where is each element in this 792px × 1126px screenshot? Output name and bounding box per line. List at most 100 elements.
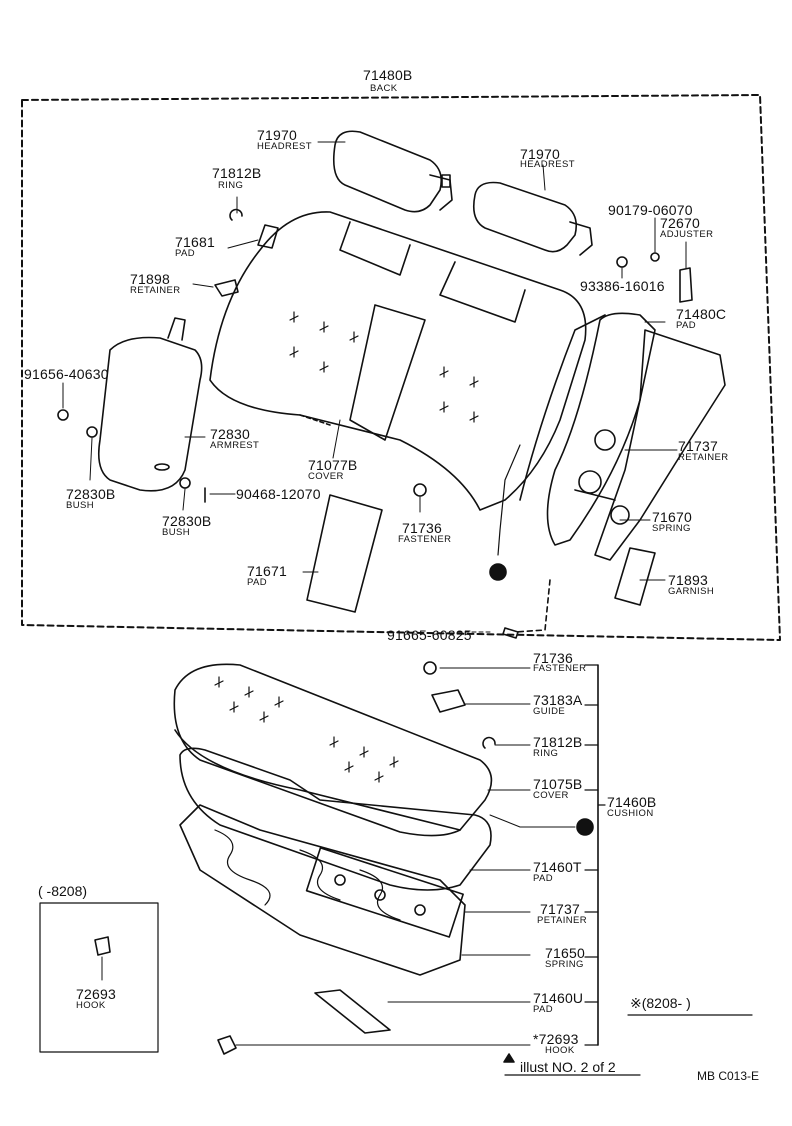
label-71077b: 71077B [308, 457, 358, 473]
label-cover-71077b: COVER [308, 471, 344, 482]
bolt-91656-part [57, 409, 69, 421]
bush-right-part [179, 477, 191, 489]
label-fastener-bottom: FASTENER [533, 663, 587, 674]
label-71812b-top: 71812B [212, 165, 262, 181]
bolt-91665-part [502, 627, 519, 639]
label-ring-bottom: RING [533, 748, 559, 759]
label-retainer-71898: RETAINER [130, 285, 181, 296]
label-back: BACK [370, 83, 398, 94]
label-pad-71460t: PAD [533, 873, 554, 884]
ring-71812b-bottom-part [482, 736, 496, 749]
fastener-71736-top-part [413, 483, 427, 497]
label-adjuster: ADJUSTER [660, 229, 714, 240]
label-hook-box: HOOK [76, 1000, 106, 1011]
retainer-71898-part [214, 279, 239, 297]
armrest-part [97, 317, 203, 492]
reference-mark-bottom [576, 818, 594, 836]
seat-back-cover-part [209, 211, 587, 511]
label-ring-top: RING [218, 180, 244, 191]
label-box-range: ( -8208) [38, 883, 88, 899]
label-72830b-right: 72830B [162, 513, 212, 529]
label-72830: 72830 [210, 426, 250, 442]
label-headrest-left: HEADREST [257, 141, 312, 152]
label-spring-71670: SPRING [652, 523, 691, 534]
label-71737-bottom: 71737 [540, 901, 580, 917]
label-cover-71075b: COVER [533, 790, 569, 801]
fastener-71736-bottom-part [423, 661, 437, 675]
label-71460t: 71460T [533, 859, 582, 875]
label-72693-bottom: *72693 [533, 1031, 579, 1047]
label-bush-right: BUSH [162, 527, 190, 538]
label-illust-note: illust NO. 2 of 2 [520, 1059, 616, 1075]
label-71075b: 71075B [533, 776, 583, 792]
label-71736-top: 71736 [402, 520, 442, 536]
label-fastener-top: FASTENER [398, 534, 452, 545]
label-72830b-left: 72830B [66, 486, 116, 502]
back-frame-part [574, 329, 726, 561]
label-figure-code: MB C013-E [697, 1069, 760, 1083]
label-retainer-71737-top: RETAINER [678, 452, 729, 463]
label-71736-bottom: 71736 [533, 650, 573, 666]
illust-triangle-icon [503, 1053, 515, 1063]
label-bush-left: BUSH [66, 500, 94, 511]
seat-cushion-cover-part [173, 663, 493, 837]
label-71898: 71898 [130, 271, 170, 287]
headrest-right-part [472, 181, 593, 256]
label-93386-16016: 93386-16016 [580, 278, 665, 294]
label-pad-71671: PAD [247, 577, 268, 588]
label-guide: GUIDE [533, 706, 566, 717]
hook-72693-part [217, 1035, 237, 1055]
label-71812b-bottom: 71812B [533, 734, 583, 750]
guide-73183a-part [431, 689, 466, 713]
label-spring-71650: SPRING [545, 959, 584, 970]
label-71737-top: 71737 [678, 438, 718, 454]
label-71650: 71650 [545, 945, 585, 961]
adjuster-72670-part [679, 267, 693, 303]
label-90468-12070: 90468-12070 [236, 486, 321, 502]
pre-8208-box [39, 902, 159, 1053]
pad-71460u-part [314, 989, 391, 1034]
label-hook-bottom: HOOK [545, 1045, 575, 1056]
label-72670: 72670 [660, 215, 700, 231]
back-assembly-boundary [21, 94, 781, 641]
label-cushion: CUSHION [607, 808, 654, 819]
pad-71681-part [257, 224, 279, 249]
label-armrest: ARMREST [210, 440, 260, 451]
label-pad-71480c: PAD [676, 320, 697, 331]
label-71671: 71671 [247, 563, 287, 579]
bolt-90179-part [650, 252, 660, 262]
label-retainer-71737-bottom: PETAINER [537, 915, 588, 926]
label-91665-60825: 91665-60825 [387, 627, 472, 643]
label-headrest-right: HEADREST [520, 159, 575, 170]
ring-71812b-top-part [229, 208, 243, 221]
label-91656-40630: 91656-40630 [24, 366, 109, 382]
label-71970-left: 71970 [257, 127, 297, 143]
label-pad-71460u: PAD [533, 1004, 554, 1015]
leader-lines [62, 141, 687, 1046]
label-71480c: 71480C [676, 306, 727, 322]
pad-71671-part [306, 494, 383, 613]
label-73183a: 73183A [533, 692, 583, 708]
label-garnish: GARNISH [668, 586, 715, 597]
label-71893: 71893 [668, 572, 708, 588]
label-90179-06070: 90179-06070 [608, 202, 693, 218]
label-71480b: 71480B [363, 67, 413, 83]
hook-72693-box-part [94, 936, 111, 956]
bush-left-part [86, 426, 98, 438]
label-note-range: ※(8208- ) [630, 995, 691, 1011]
cushion-spring-frame-part [179, 804, 466, 976]
bolt-93386-part [616, 256, 628, 268]
label-72693-box: 72693 [76, 986, 116, 1002]
reference-mark-top [489, 563, 507, 581]
label-pad-71681: PAD [175, 248, 196, 259]
label-71681: 71681 [175, 234, 215, 250]
label-71460b: 71460B [607, 794, 657, 810]
headrest-left-part [332, 130, 453, 213]
label-71970-right: 71970 [520, 146, 560, 162]
garnish-71893-part [614, 547, 656, 606]
label-71670: 71670 [652, 509, 692, 525]
label-71460u: 71460U [533, 990, 584, 1006]
back-pad-71480c-part [519, 312, 656, 546]
cushion-pad-71460t-part [179, 747, 492, 891]
